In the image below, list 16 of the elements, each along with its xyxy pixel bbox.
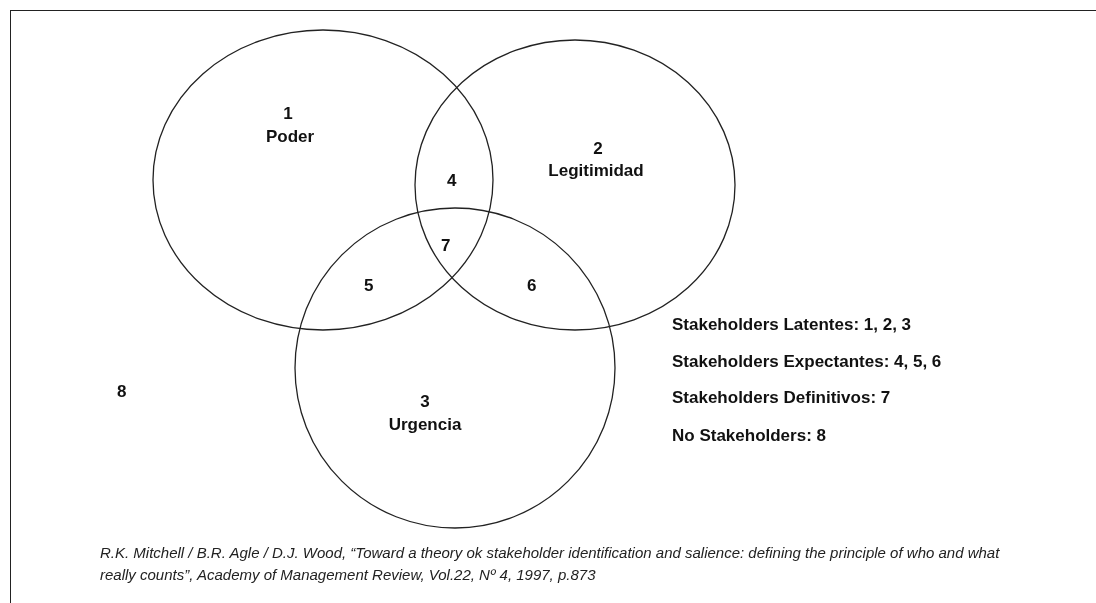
set-label: Poder (265, 127, 315, 147)
legend-text: Stakeholders Latentes: 1, 2, 3 (672, 315, 912, 335)
region-number: 6 (527, 276, 537, 296)
legend-text: No Stakeholders: 8 (672, 426, 826, 446)
region-number: 4 (447, 171, 457, 191)
legend-text: Stakeholders Definitivos: 7 (672, 388, 891, 408)
set-label: Urgencia (388, 415, 462, 435)
region-number: 5 (364, 276, 374, 296)
region-number: 7 (441, 236, 451, 256)
legend-text: Stakeholders Expectantes: 4, 5, 6 (672, 352, 942, 372)
set-label: Legitimidad (548, 161, 644, 181)
citation-caption: R.K. Mitchell / B.R. Agle / D.J. Wood, “Toward a theory ok stakeholder identification and salience: defining the principle of who and what really counts”, Academy of Management Review, Vol.22, Nº 4, 1997, p.873 (100, 543, 1000, 585)
region-number: 2 (593, 139, 603, 159)
region-number: 8 (117, 382, 127, 402)
region-number: 3 (420, 392, 430, 412)
region-number: 1 (283, 104, 293, 124)
